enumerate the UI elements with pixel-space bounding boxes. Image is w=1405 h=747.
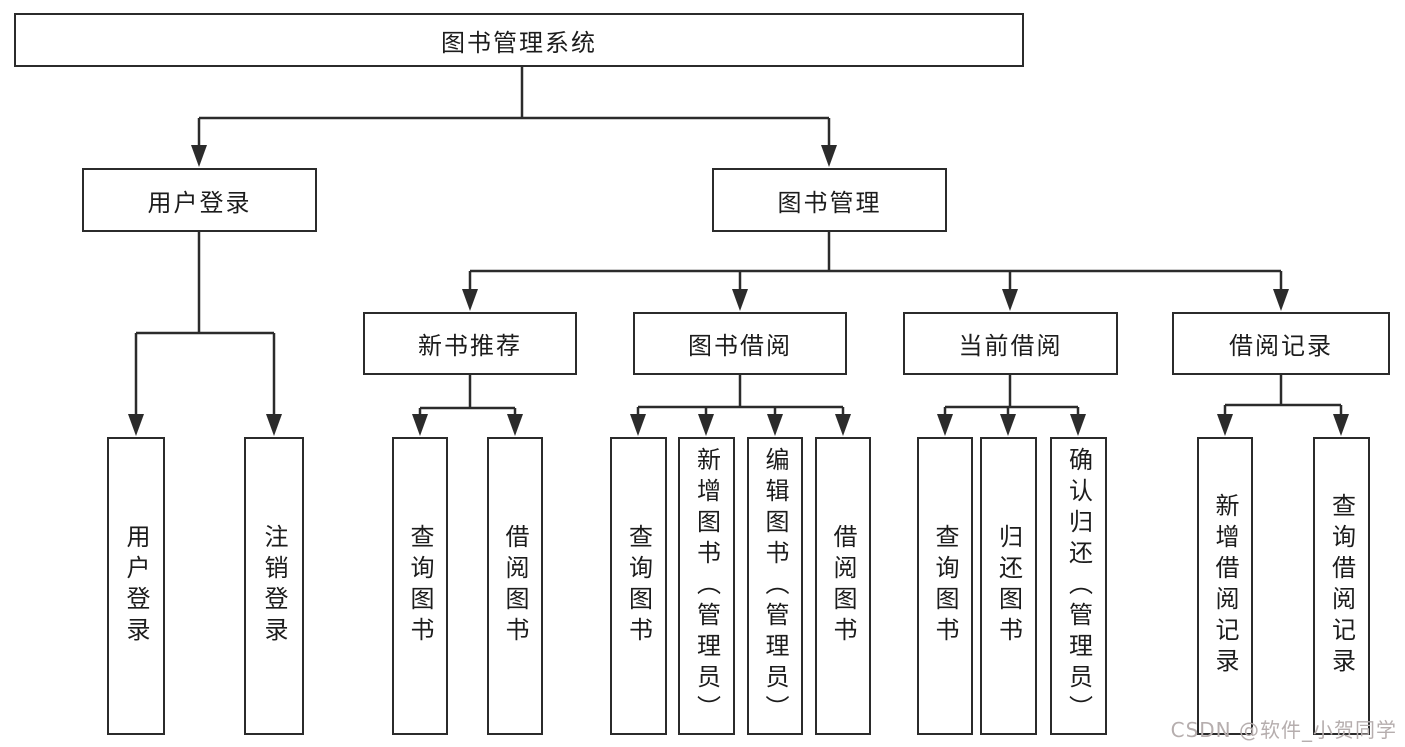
- leaf-borrow-books-2-label: 借阅图书: [829, 524, 857, 648]
- node-root: 图书管理系统: [14, 13, 1024, 67]
- leaf-query-books-2: 查询图书: [610, 437, 667, 735]
- node-book-borrowing-label: 图书借阅: [688, 332, 792, 360]
- leaf-user-login: 用户登录: [107, 437, 165, 735]
- node-root-label: 图书管理系统: [441, 28, 597, 57]
- leaf-query-books-2-label: 查询图书: [624, 524, 653, 648]
- leaf-borrow-books-2: 借阅图书: [815, 437, 871, 735]
- leaf-query-borrow-record-label: 查询借阅记录: [1327, 493, 1356, 679]
- node-borrowing-records-label: 借阅记录: [1229, 332, 1333, 360]
- leaf-borrow-books-1: 借阅图书: [487, 437, 543, 735]
- leaf-add-borrow-record: 新增借阅记录: [1197, 437, 1253, 735]
- connector-lines: [134, 67, 1343, 418]
- leaf-logout: 注销登录: [244, 437, 304, 735]
- leaf-logout-label: 注销登录: [260, 524, 288, 648]
- leaf-query-borrow-record: 查询借阅记录: [1313, 437, 1370, 735]
- leaf-add-borrow-record-label: 新增借阅记录: [1211, 493, 1239, 679]
- leaf-confirm-return-admin: 确认归还（管理员）: [1050, 437, 1107, 735]
- node-borrowing-records: 借阅记录: [1172, 312, 1390, 375]
- arrowheads: [128, 145, 1349, 436]
- leaf-return-book-label: 归还图书: [994, 524, 1023, 648]
- node-new-book-recommend-label: 新书推荐: [418, 332, 522, 360]
- leaf-add-book-admin-label: 新增图书（管理员）: [692, 446, 721, 726]
- leaf-query-books-1: 查询图书: [392, 437, 448, 735]
- node-new-book-recommend: 新书推荐: [363, 312, 577, 375]
- leaf-add-book-admin: 新增图书（管理员）: [678, 437, 735, 735]
- leaf-user-login-label: 用户登录: [122, 524, 150, 648]
- node-book-borrowing: 图书借阅: [633, 312, 847, 375]
- node-user-login: 用户登录: [82, 168, 317, 232]
- leaf-edit-book-admin: 编辑图书（管理员）: [747, 437, 803, 735]
- leaf-query-books-3-label: 查询图书: [931, 524, 959, 648]
- node-book-management-label: 图书管理: [777, 188, 882, 217]
- leaf-query-books-1-label: 查询图书: [406, 524, 434, 648]
- leaf-borrow-books-1-label: 借阅图书: [501, 524, 529, 648]
- leaf-query-books-3: 查询图书: [917, 437, 973, 735]
- node-user-login-label: 用户登录: [147, 188, 252, 217]
- leaf-confirm-return-admin-label: 确认归还（管理员）: [1064, 446, 1093, 726]
- node-book-management: 图书管理: [712, 168, 947, 232]
- leaf-return-book: 归还图书: [980, 437, 1037, 735]
- leaf-edit-book-admin-label: 编辑图书（管理员）: [761, 446, 789, 726]
- watermark: CSDN @软件_小贺同学: [1170, 718, 1397, 742]
- node-current-borrowing: 当前借阅: [903, 312, 1118, 375]
- node-current-borrowing-label: 当前借阅: [958, 332, 1063, 360]
